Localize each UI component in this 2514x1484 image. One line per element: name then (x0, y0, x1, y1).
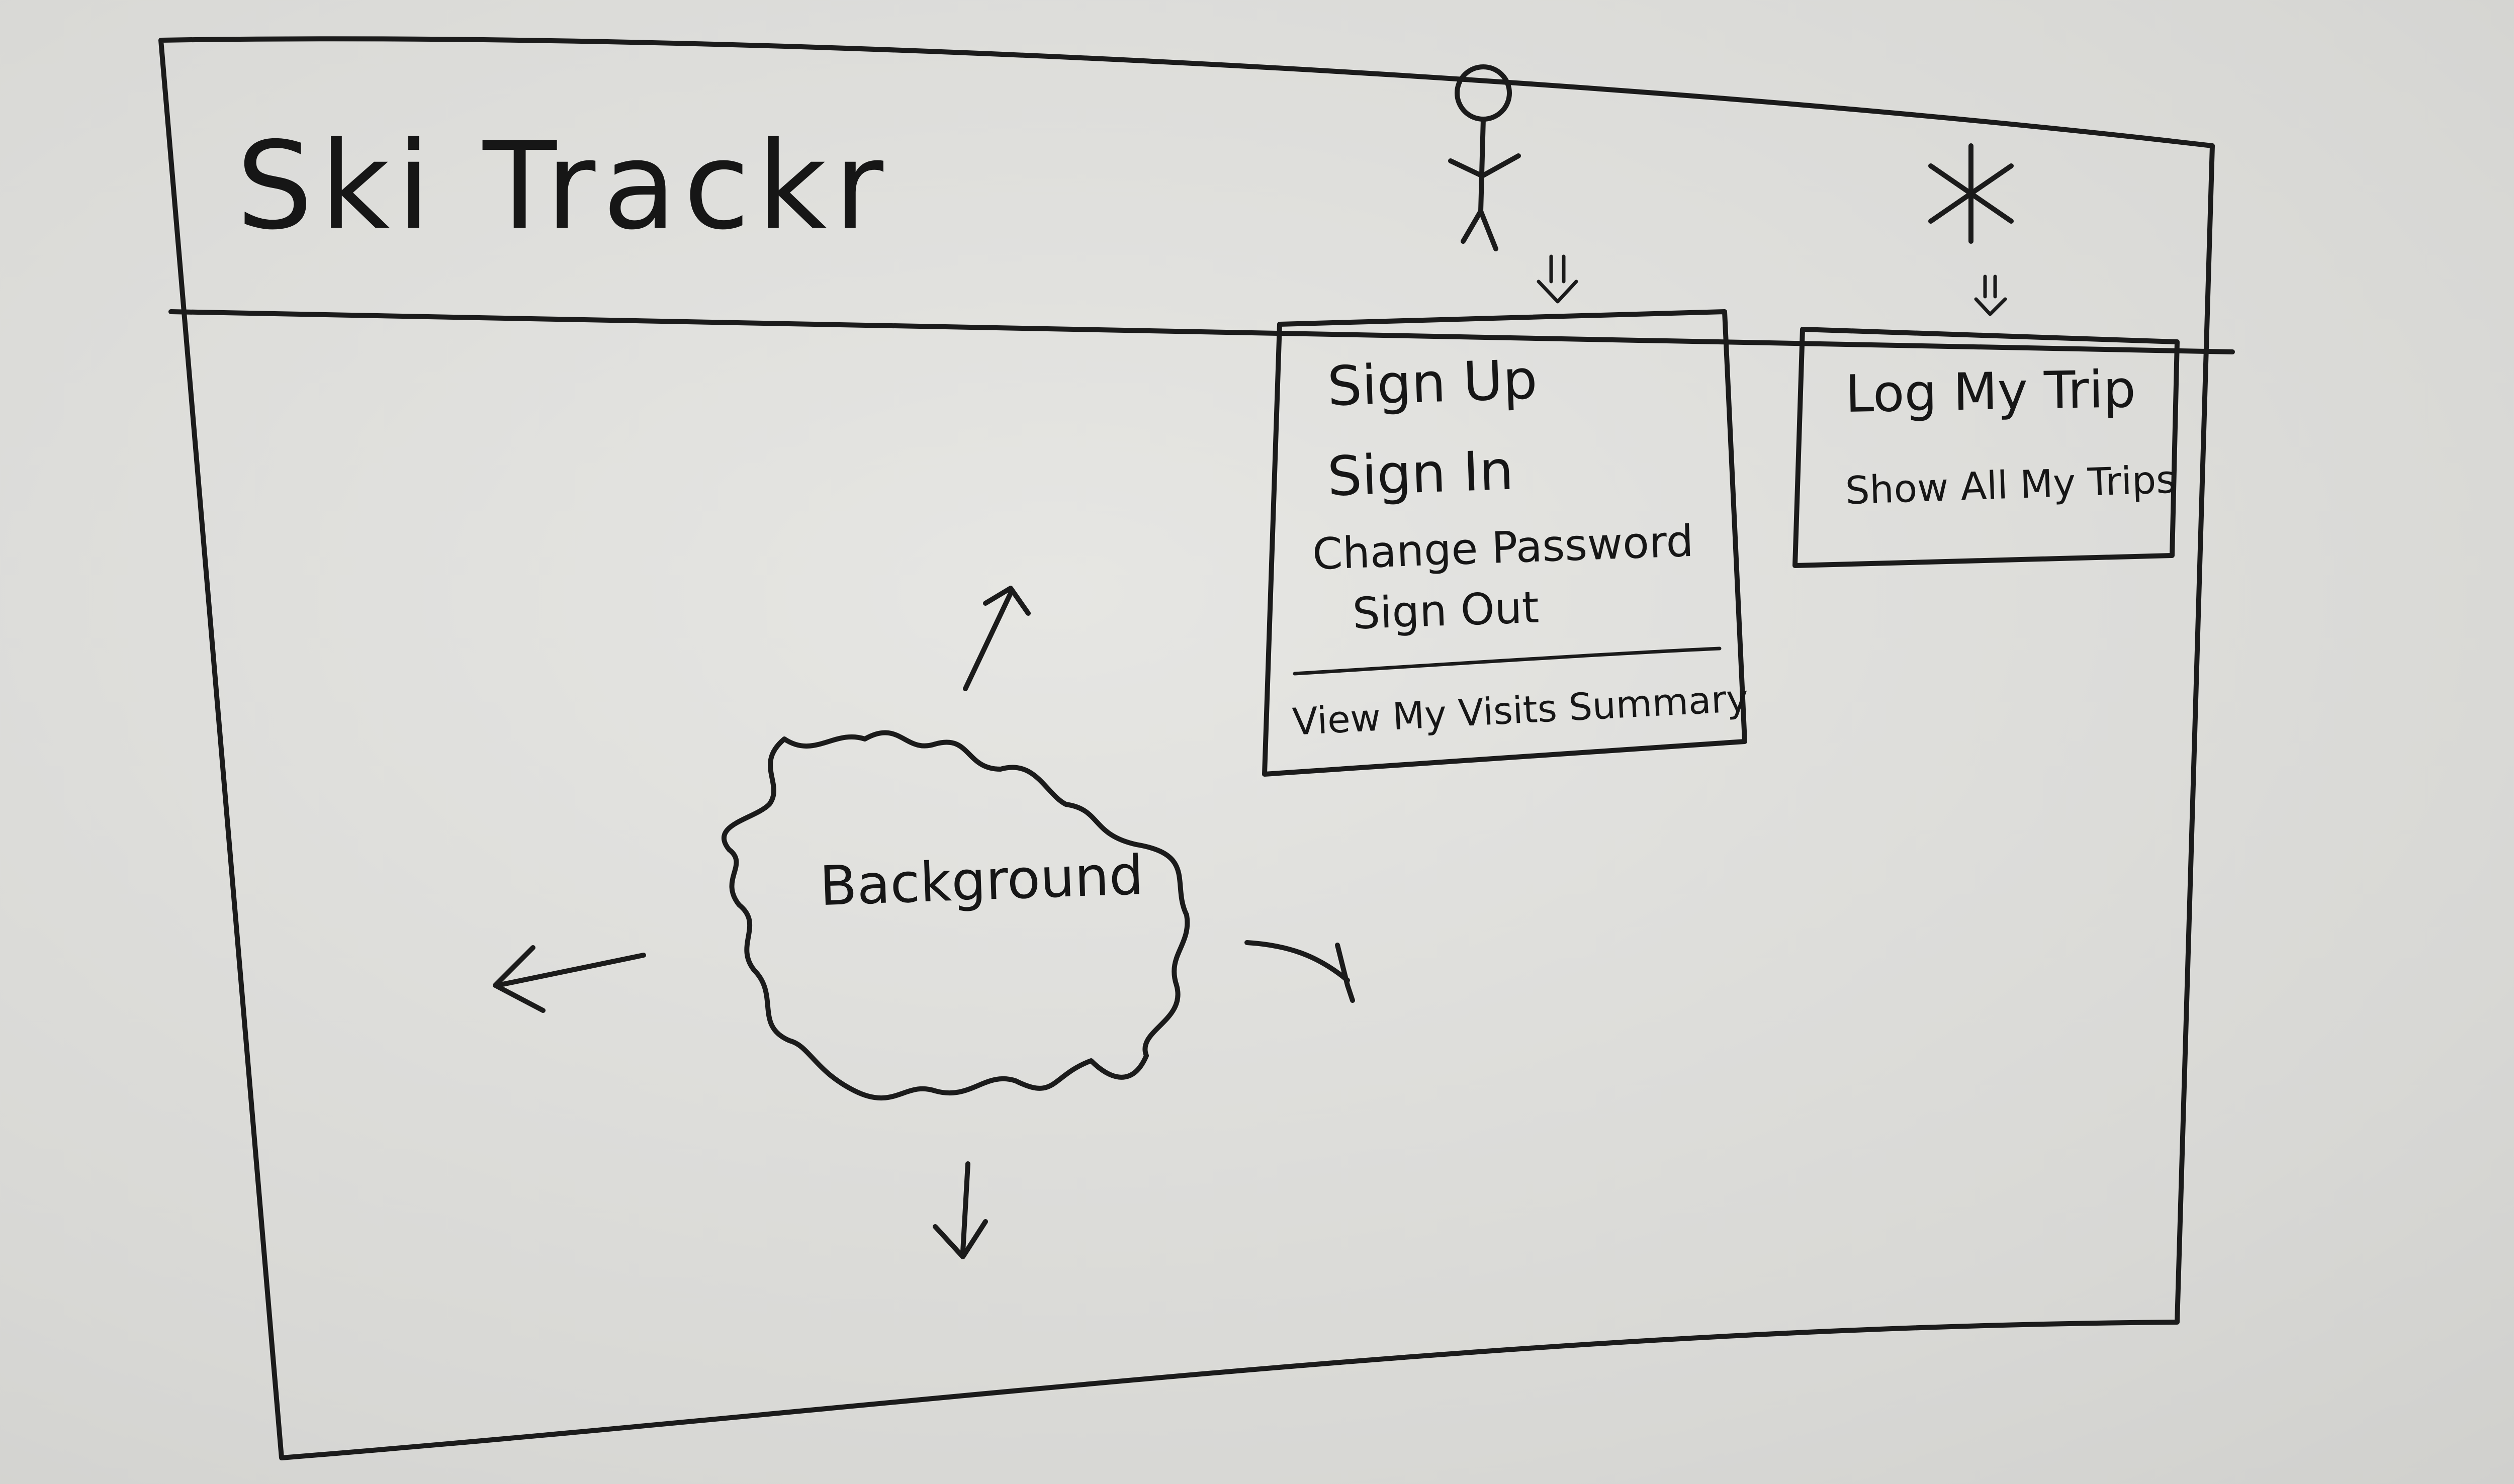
user-menu-arrow-icon (1537, 254, 1578, 304)
app-title: Ski Trackr (236, 116, 890, 256)
user-menu-box (1262, 309, 1747, 777)
background-blob (722, 730, 1190, 1101)
window-frame (158, 36, 2215, 1460)
stick-figure-user-icon[interactable] (1448, 64, 1521, 251)
background-label: Background (819, 844, 1145, 918)
menu-item-sign-up[interactable]: Sign Up (1326, 348, 1539, 419)
expand-down-arrow-icon (933, 1161, 988, 1259)
snowflake-icon[interactable] (1928, 143, 2014, 244)
menu-item-sign-out[interactable]: Sign Out (1352, 582, 1540, 639)
trips-menu-arrow-icon (1974, 274, 2007, 316)
user-menu-separator (1293, 646, 1722, 676)
menu-item-log-my-trip[interactable]: Log My Trip (1845, 359, 2136, 425)
expand-right-arrow-icon (1244, 940, 1355, 1003)
expand-up-arrow-icon (963, 586, 1031, 691)
expand-left-arrow-icon (493, 945, 646, 1013)
menu-item-sign-in[interactable]: Sign In (1326, 439, 1515, 509)
trips-menu-box (1792, 327, 2180, 568)
